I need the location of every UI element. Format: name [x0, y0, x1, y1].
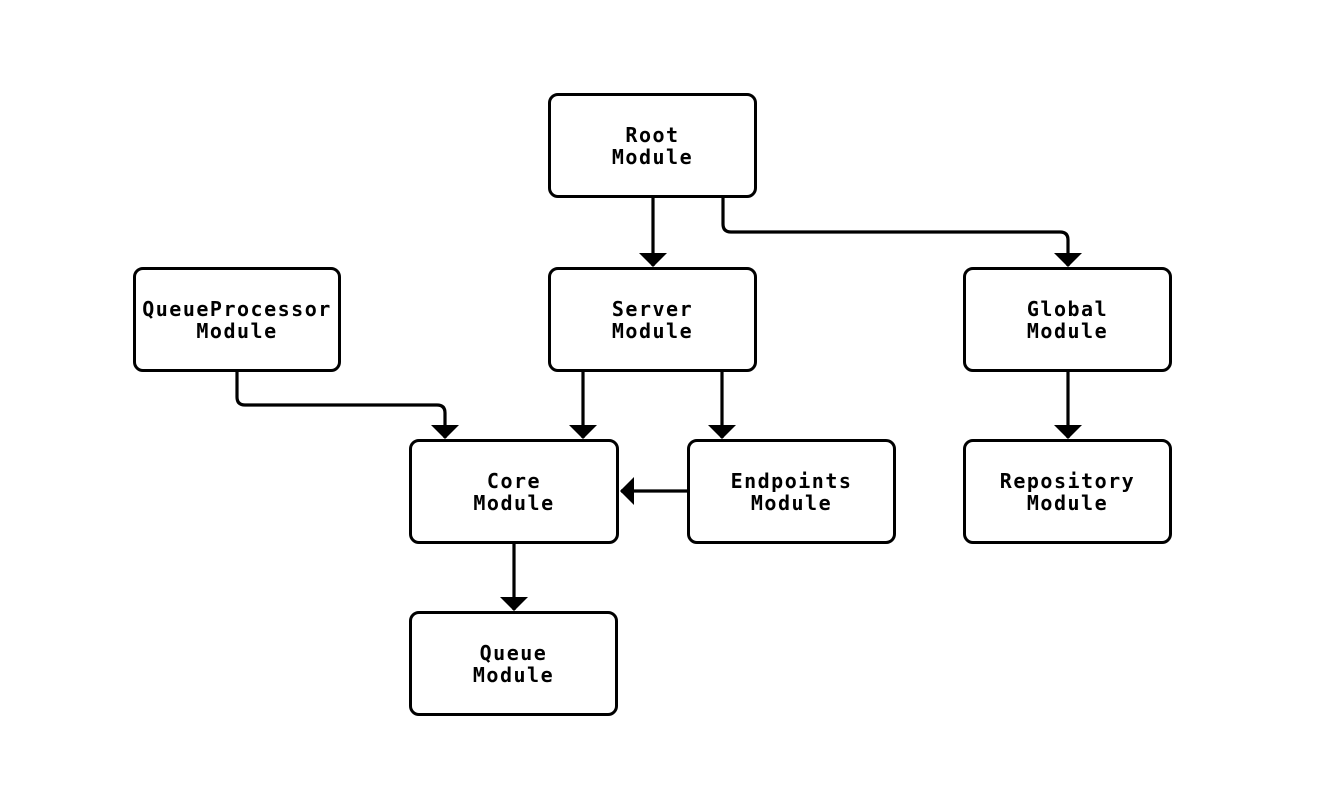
node-label: Root — [625, 122, 680, 147]
node-label: QueueProcessor — [142, 296, 332, 321]
node-server-module: Server Module — [548, 267, 757, 372]
node-label: Module — [472, 662, 555, 687]
edge-root-to-global — [721, 198, 1082, 267]
node-queue-module: Queue Module — [409, 611, 618, 716]
node-label: Global — [1026, 296, 1109, 321]
node-label: Repository — [999, 468, 1136, 493]
node-label: Server — [611, 296, 694, 321]
node-label: Module — [196, 318, 278, 343]
node-global-module: Global Module — [963, 267, 1172, 372]
node-label: Module — [1026, 318, 1109, 343]
node-repository-module: Repository Module — [963, 439, 1172, 544]
node-queueprocessor-module: QueueProcessor Module — [133, 267, 341, 372]
node-label: Module — [750, 490, 833, 515]
node-label: Module — [473, 490, 555, 515]
edge-queueprocessor-to-core — [235, 372, 459, 439]
node-label: Queue — [479, 640, 548, 665]
node-label: Module — [611, 318, 694, 343]
node-label: Endpoints — [730, 468, 853, 493]
node-root-module: Root Module — [548, 93, 757, 198]
node-core-module: Core Module — [409, 439, 619, 544]
node-endpoints-module: Endpoints Module — [687, 439, 896, 544]
node-label: Core — [486, 468, 542, 493]
node-label: Module — [611, 144, 694, 169]
node-label: Module — [1026, 490, 1109, 515]
